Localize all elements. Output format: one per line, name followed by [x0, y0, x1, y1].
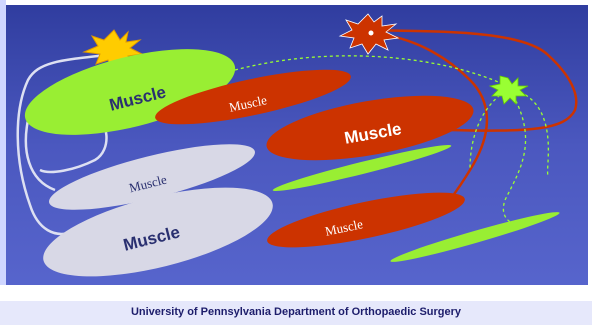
- diagram-canvas: Muscle Muscle Muscle Muscle Muscle Muscl…: [0, 0, 592, 300]
- green-star-icon: [490, 76, 528, 104]
- footer-text: University of Pennsylvania Department of…: [0, 306, 592, 318]
- red-star-center: [369, 31, 374, 36]
- frame-bottom: [0, 285, 592, 301]
